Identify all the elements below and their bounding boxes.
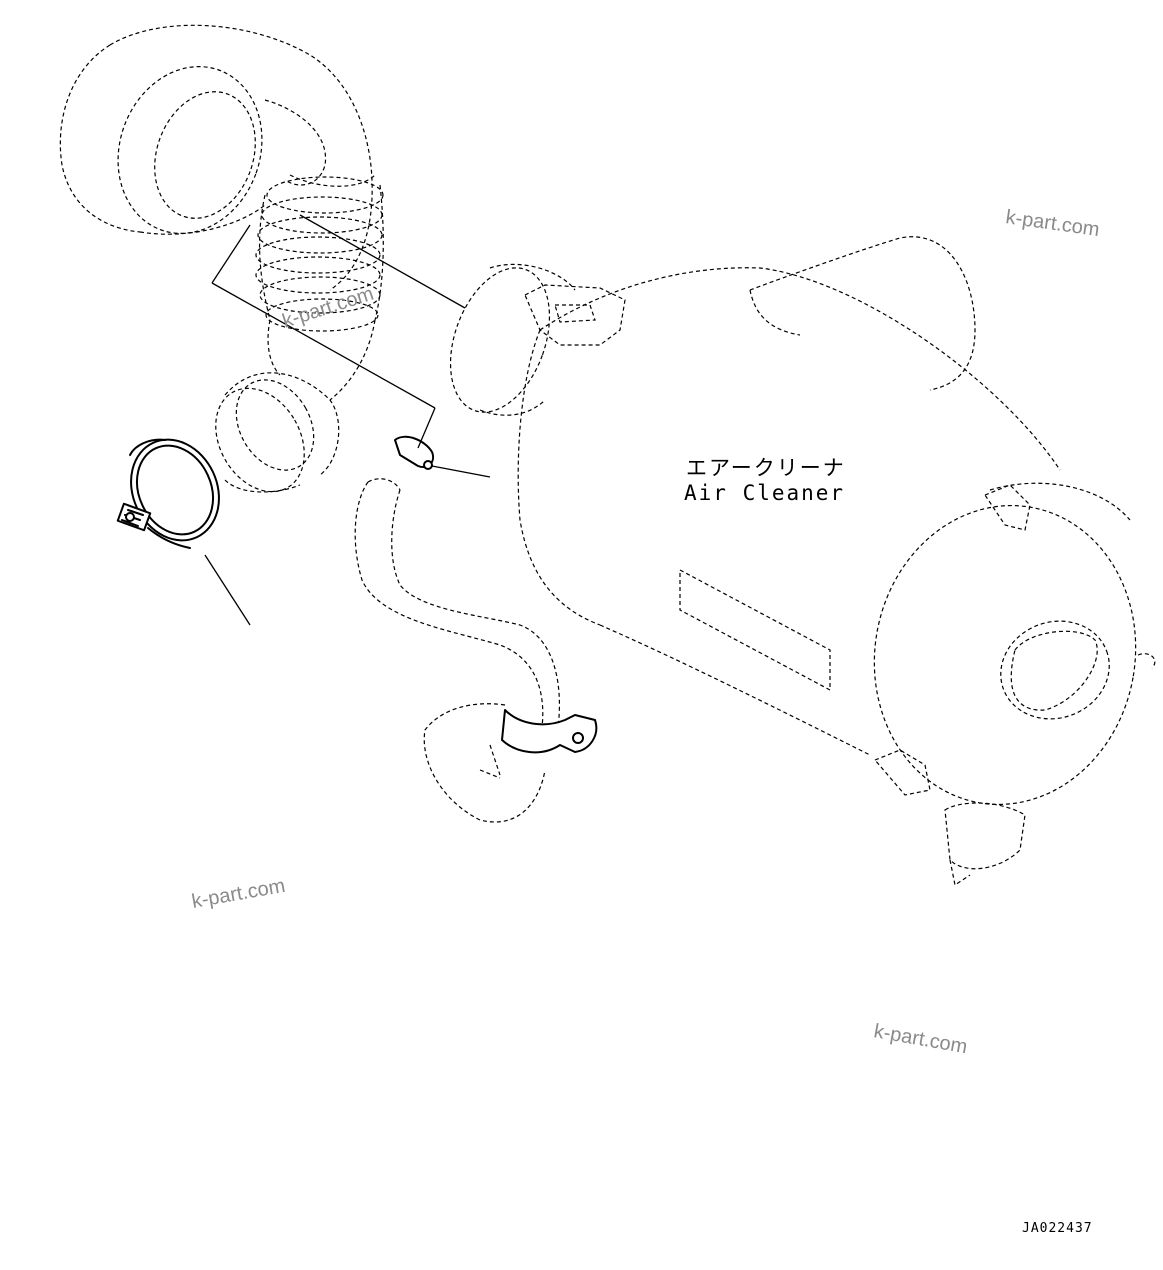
bellows-hose (255, 176, 384, 401)
watermark-bottom-left: k-part.com (190, 875, 287, 913)
watermark-bellows: k-part.com (280, 283, 377, 333)
leader-lines (211, 214, 466, 449)
air-cleaner (449, 236, 1156, 886)
air-cleaner-label-jp: エアークリーナ (686, 456, 846, 480)
hose-clamp (116, 438, 251, 626)
elbow-pipe (215, 372, 340, 493)
turbocharger-housing (59, 24, 376, 291)
lower-hose (354, 478, 598, 823)
clip-part (394, 435, 491, 478)
watermark-bottom-right: k-part.com (872, 1020, 969, 1058)
air-cleaner-label-en: Air Cleaner (684, 481, 845, 505)
drawing-code: JA022437 (1022, 1221, 1093, 1236)
watermark-top-right: k-part.com (1004, 206, 1101, 241)
